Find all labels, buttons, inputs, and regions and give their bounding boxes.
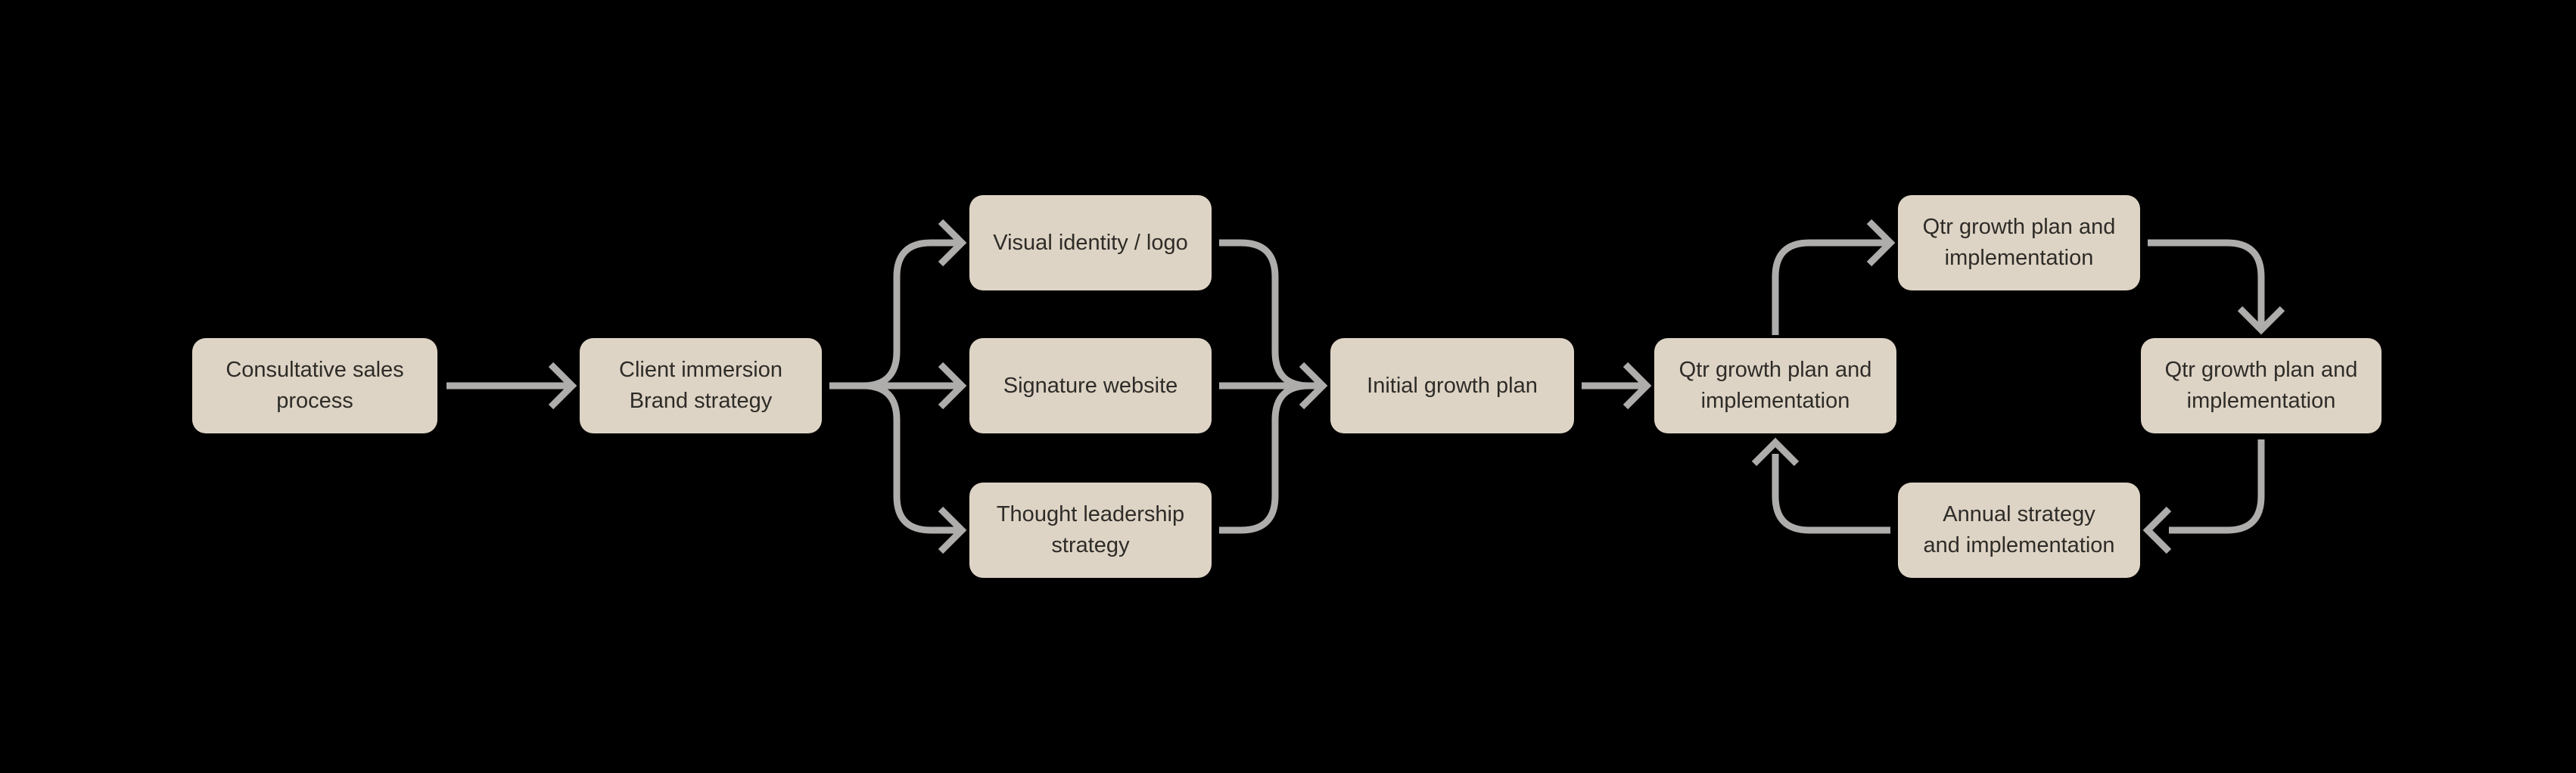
arrowhead-immersion-to-signature-website: [938, 362, 967, 410]
node-label-line: Brand strategy: [629, 389, 773, 413]
node-qtr-growth-plan-top: Qtr growth plan and implementation: [1898, 195, 2140, 290]
node-label-line: implementation: [1700, 389, 1850, 413]
node-qtr-growth-plan-right: Qtr growth plan and implementation: [2141, 338, 2382, 433]
arrowhead-qtr-left-to-qtr-top: [1866, 219, 1896, 267]
arrowhead-initial-plan-to-qtr-left: [1622, 362, 1652, 410]
node-label-line: Thought leadership: [996, 502, 1185, 526]
node-label-line: Visual identity / logo: [993, 230, 1188, 255]
node-label-line: process: [276, 389, 353, 413]
node-client-immersion-brand-strategy: Client immersion Brand strategy: [580, 338, 822, 433]
arrow-immersion-to-thought-leadership: [829, 382, 960, 534]
arrowhead-immersion-to-visual-identity: [938, 219, 967, 267]
node-consultative-sales-process: Consultative sales process: [192, 338, 437, 433]
arrow-qtr-top-to-qtr-right: [2148, 239, 2265, 325]
node-label-line: implementation: [1944, 246, 2094, 270]
node-label-line: strategy: [1051, 533, 1130, 557]
node-visual-identity-logo: Visual identity / logo: [969, 195, 1212, 290]
arrow-annual-to-qtr-left: [1772, 454, 1890, 534]
node-thought-leadership-strategy: Thought leadership strategy: [969, 483, 1212, 578]
arrowhead-immersion-to-thought-leadership: [938, 506, 967, 554]
arrow-qtr-left-to-qtr-top: [1772, 239, 1887, 335]
node-label-line: Annual strategy: [1943, 502, 2095, 526]
node-label-line: Signature website: [1003, 373, 1178, 398]
node-qtr-growth-plan-left: Qtr growth plan and implementation: [1654, 338, 1896, 433]
arrowhead-qtr-right-to-annual: [2142, 506, 2172, 554]
arrow-immersion-to-visual-identity: [829, 239, 960, 390]
arrow-thought-leadership-to-initial-plan: [1219, 382, 1321, 534]
arrowhead-sales-to-immersion: [548, 362, 577, 410]
arrowhead-merge-to-initial-plan: [1299, 362, 1328, 410]
node-label-line: and implementation: [1923, 533, 2115, 557]
node-signature-website: Signature website: [969, 338, 1212, 433]
node-label-line: Client immersion: [619, 358, 782, 382]
node-label-line: Qtr growth plan and: [2164, 358, 2358, 382]
node-label-line: Consultative sales: [226, 358, 404, 382]
arrow-qtr-right-to-annual: [2169, 439, 2265, 534]
node-initial-growth-plan: Initial growth plan: [1330, 338, 1574, 433]
node-annual-strategy-implementation: Annual strategy and implementation: [1898, 483, 2140, 578]
node-label-line: Initial growth plan: [1367, 373, 1538, 398]
node-label-line: Qtr growth plan and: [1678, 358, 1872, 382]
arrowhead-qtr-top-to-qtr-right: [2237, 306, 2285, 335]
node-label-line: implementation: [2186, 389, 2336, 413]
node-label-line: Qtr growth plan and: [1922, 215, 2116, 239]
arrowhead-annual-to-qtr-left: [1751, 437, 1800, 467]
